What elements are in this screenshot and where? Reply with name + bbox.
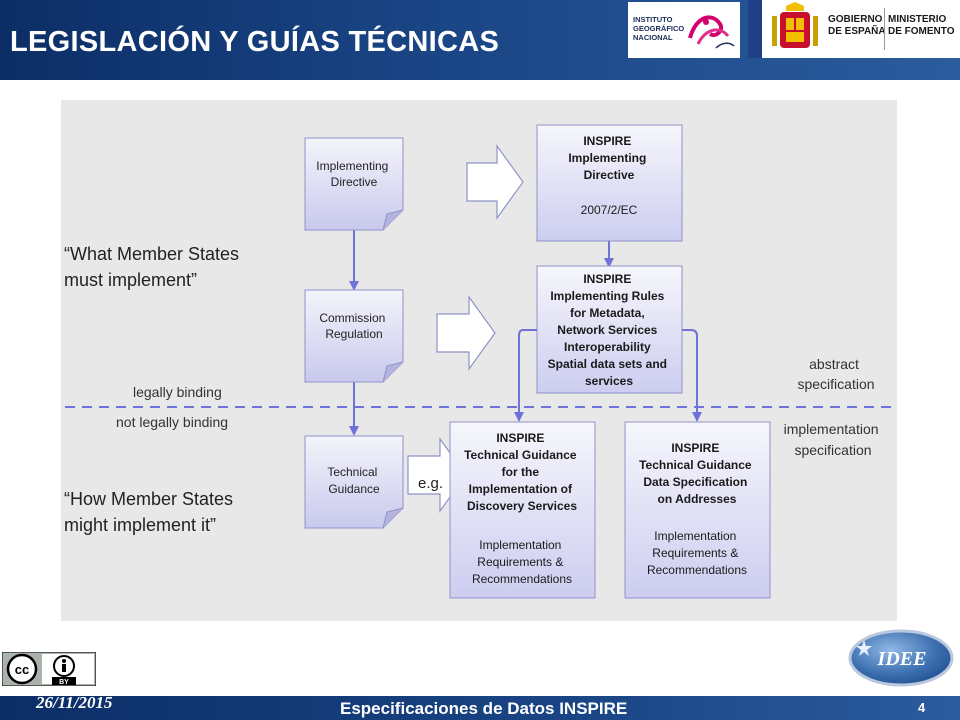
label-how-might: “How Member States might implement it” xyxy=(64,489,238,535)
arrow-rules-to-discovery xyxy=(514,329,537,422)
diagram-panel: “What Member States must implement” “How… xyxy=(61,100,897,621)
arrow-rules-to-addresses xyxy=(682,329,702,422)
ign-logo: INSTITUTO GEOGRÁFICO NACIONAL xyxy=(628,2,740,58)
label-abstract-specification: abstract specification xyxy=(797,356,874,392)
idee-logo: IDEE xyxy=(848,629,954,687)
gobierno-text: GOBIERNO DE ESPAÑA xyxy=(828,14,886,37)
svg-text:Technical Guidance: Technical Guidance xyxy=(327,465,380,496)
doc-commission-regulation: Commission Regulation xyxy=(304,289,404,383)
idee-logo-text: IDEE xyxy=(877,648,927,670)
svg-text:INSPIRE Implementing Rul: INSPIRE Implementing Rules for Metadata,… xyxy=(548,272,671,388)
label-eg: e.g. xyxy=(418,475,443,492)
svg-text:INSPIRE Technical Guidan: INSPIRE Technical Guidance Data Specific… xyxy=(639,441,755,506)
label-not-legally-binding: not legally binding xyxy=(116,414,228,430)
gobierno-logo: GOBIERNO DE ESPAÑA MINISTERIO DE FOMENTO xyxy=(748,0,960,58)
doc-implementing-directive: Implementing Directive xyxy=(304,137,404,231)
block-arrow-regulation xyxy=(436,295,496,371)
cc-icon: cc xyxy=(15,662,29,677)
svg-text:2007/2/EC: 2007/2/EC xyxy=(581,203,638,217)
footer-bar xyxy=(0,696,960,720)
label-legally-binding: legally binding xyxy=(133,384,222,400)
svg-text:Implementation Requireme: Implementation Requirements & Recommenda… xyxy=(647,529,747,577)
block-arrow-directive xyxy=(466,144,524,220)
logo-divider xyxy=(884,8,885,50)
box-inspire-directive: INSPIRE Implementing Directive 2007/2/EC xyxy=(536,124,683,242)
inspire-diagram: “What Member States must implement” “How… xyxy=(64,124,895,599)
svg-text:Commission Regulation: Commission Regulation xyxy=(319,311,388,341)
svg-text:INSPIRE Technical Guidan: INSPIRE Technical Guidance for the Imple… xyxy=(464,431,580,513)
box-inspire-implementing-rules: INSPIRE Implementing Rules for Metadata,… xyxy=(536,265,683,394)
page-number: 4 xyxy=(918,700,926,715)
footer-date: 26/11/2015 xyxy=(36,693,113,712)
svg-text:Implementing Directive: Implementing Directive xyxy=(316,159,391,189)
spain-crest-icon xyxy=(772,2,818,48)
ministerio-text: MINISTERIO DE FOMENTO xyxy=(888,14,955,37)
star-icon xyxy=(856,640,872,656)
ign-logo-text: INSTITUTO GEOGRÁFICO NACIONAL xyxy=(633,15,685,42)
label-what-must: “What Member States must implement” xyxy=(64,244,244,290)
creative-commons-by-badge[interactable]: cc BY xyxy=(2,652,96,686)
cc-by-label: BY xyxy=(59,679,69,686)
label-implementation-specification: implementation specification xyxy=(784,421,883,458)
footer-title: Especificaciones de Datos INSPIRE xyxy=(340,699,628,718)
svg-text:Implementation Requireme: Implementation Requirements & Recommenda… xyxy=(472,538,572,586)
box-tg-discovery-services: INSPIRE Technical Guidance for the Imple… xyxy=(449,421,596,599)
box-tg-addresses: INSPIRE Technical Guidance Data Specific… xyxy=(624,421,771,599)
ign-swirl-icon xyxy=(688,15,735,49)
svg-text:INSPIRE Implementing: INSPIRE Implementing Directive xyxy=(568,134,649,182)
page-title: LEGISLACIÓN Y GUÍAS TÉCNICAS xyxy=(10,26,500,58)
eu-stripe xyxy=(748,0,762,58)
doc-technical-guidance: Technical Guidance xyxy=(304,435,404,529)
